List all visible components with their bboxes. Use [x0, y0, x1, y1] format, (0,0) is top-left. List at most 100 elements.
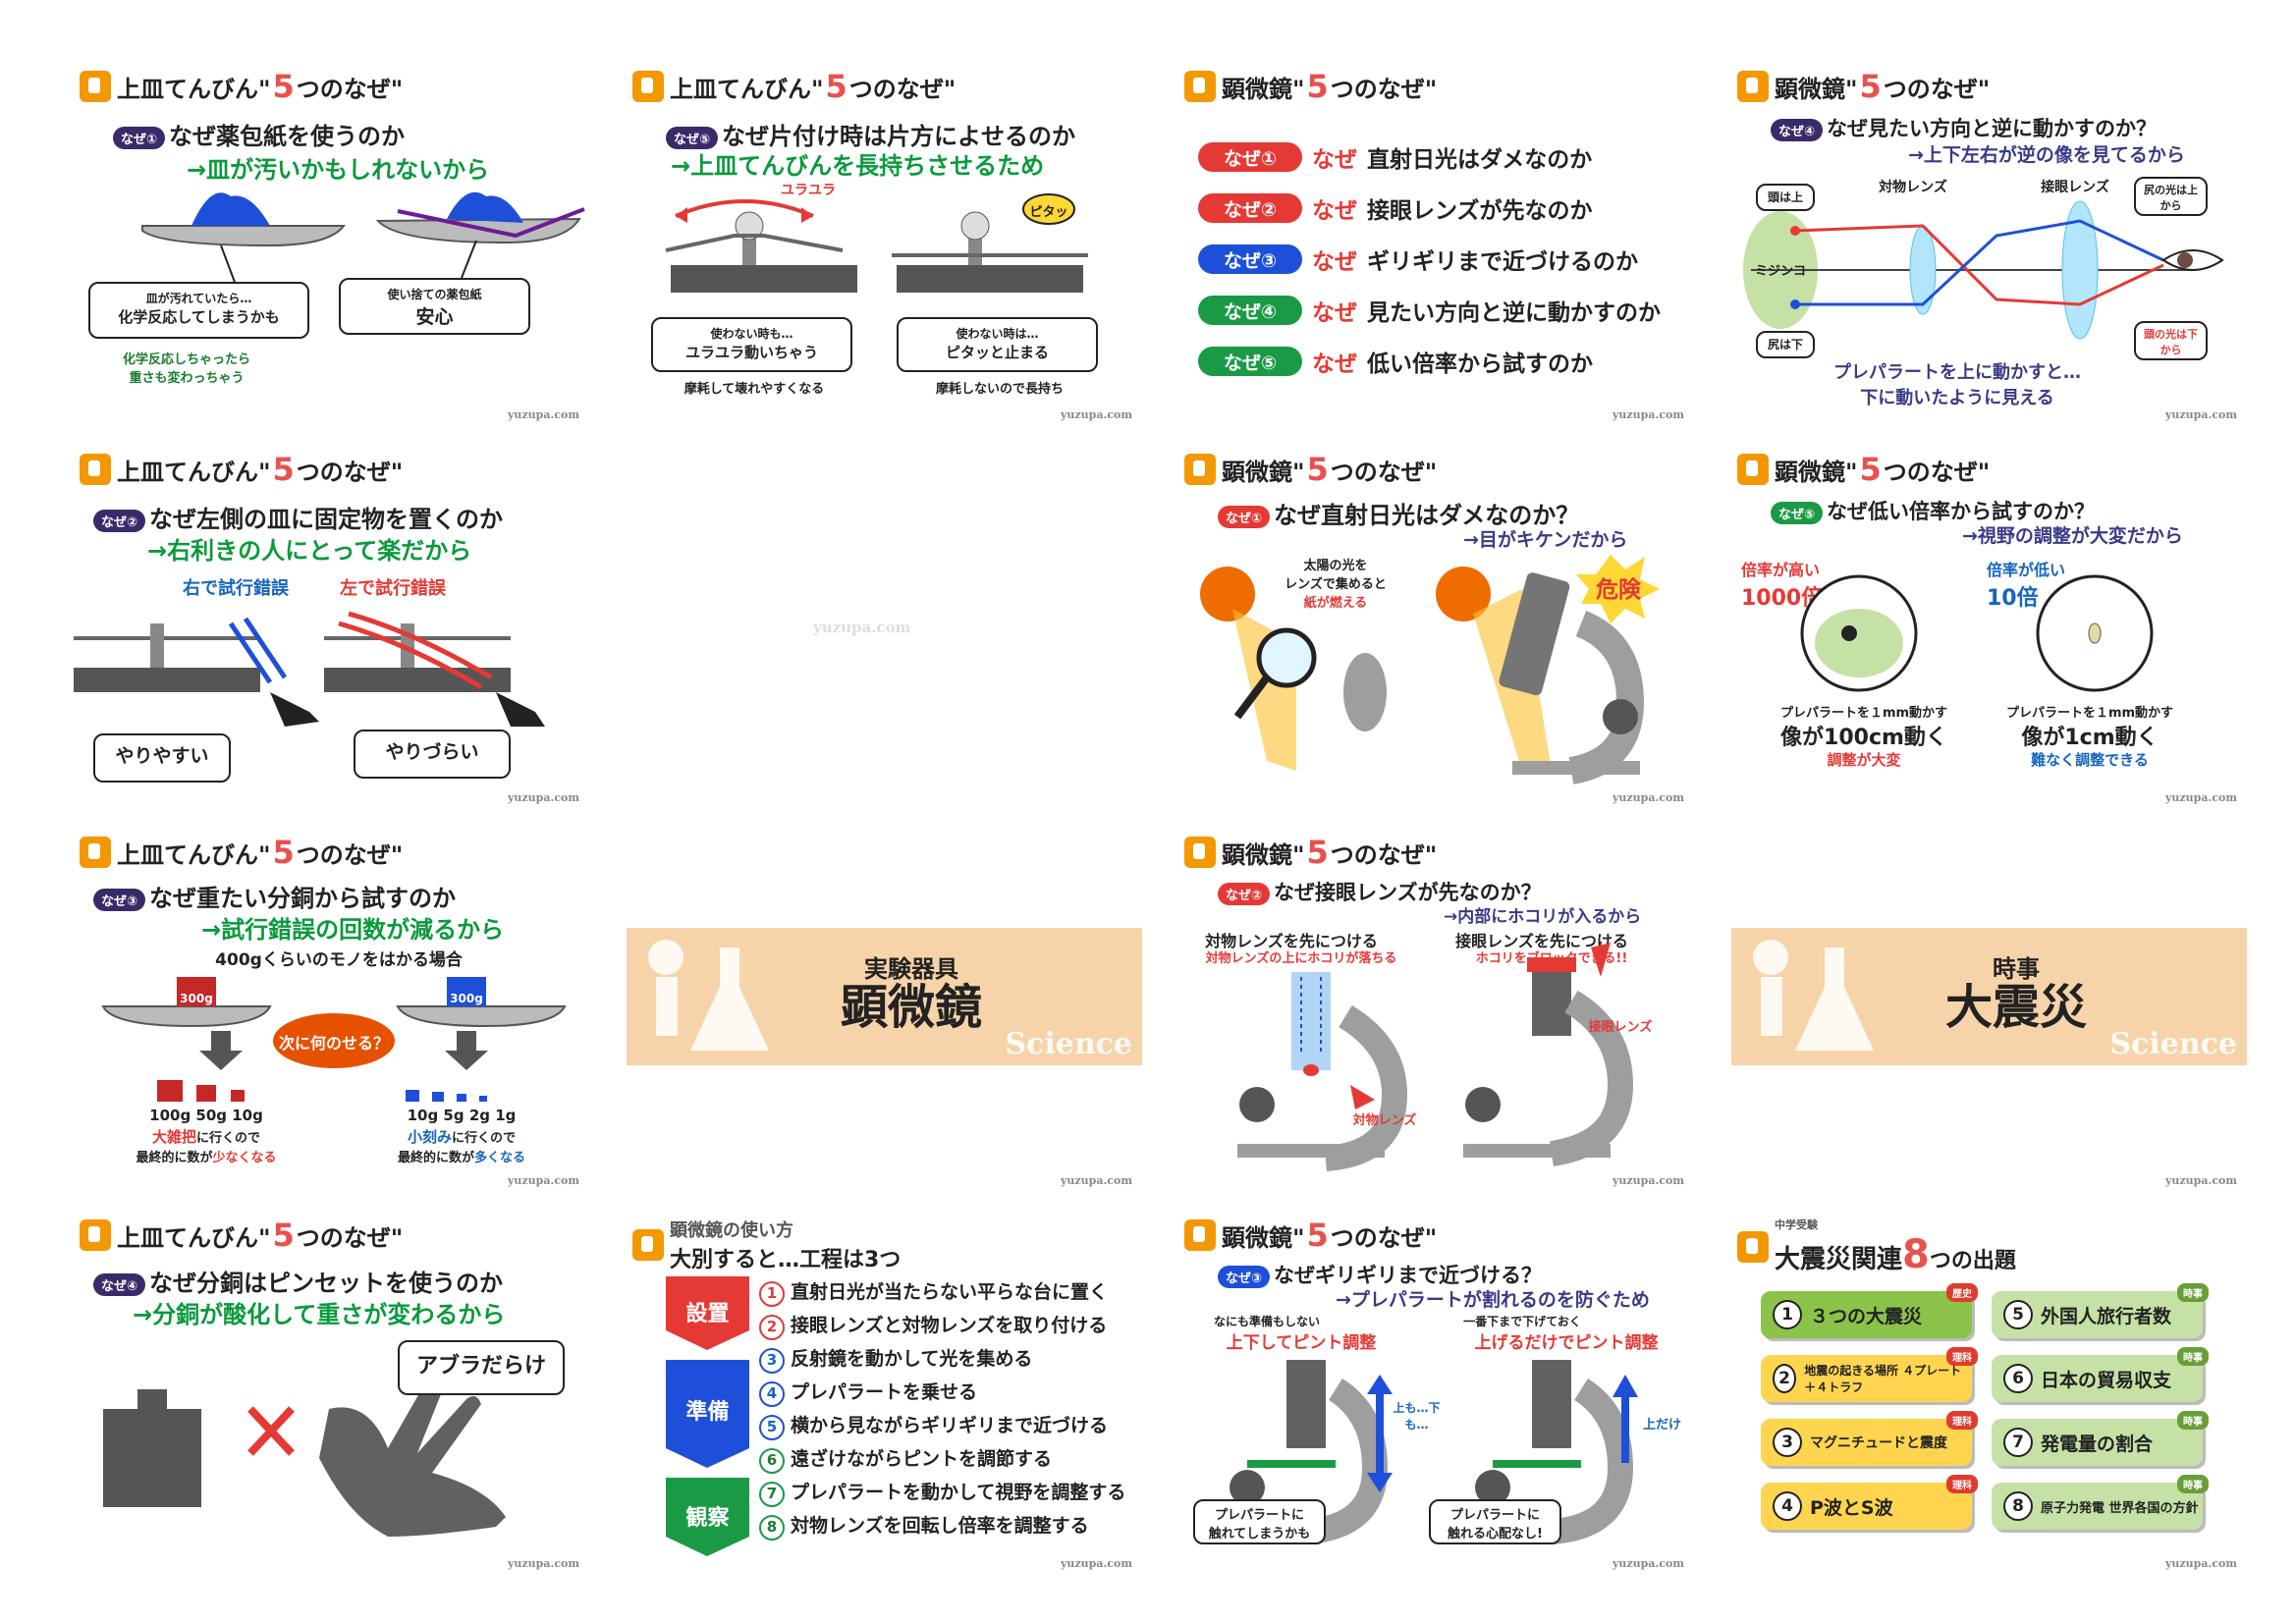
speech-bubble-risk: プレパラートに触れてしまうかも [1193, 1499, 1326, 1544]
banner-background: Science [1731, 928, 2247, 1065]
balance-pans-illustration [141, 191, 585, 286]
tile-header: 上皿てんびん"5つのなぜ" [80, 451, 403, 488]
right-heading: 接眼レンズを先につける [1455, 932, 1628, 950]
speech-bubble-dirty: 皿が汚れていたら…化学反応してしまうかも [88, 282, 309, 339]
watermark: yuzupa.com [2165, 1557, 2237, 1570]
answer: →プレパラートが割れるのを防ぐため [1336, 1289, 1650, 1311]
phase-arrows [666, 1276, 749, 1556]
tile-title: 上皿てんびん"5つのなぜ" [117, 68, 404, 105]
sub-2: 難なく調整できる [2031, 751, 2149, 769]
brand-logo-icon [1737, 1231, 1769, 1263]
tile-title: 顕微鏡"5つのなぜ" [1222, 451, 1438, 488]
watermark: yuzupa.com [1613, 1174, 1684, 1187]
brand-logo-icon [1184, 71, 1216, 102]
answer: →内部にホコリが入るから [1444, 907, 1642, 927]
watermark: yuzupa.com [1061, 1557, 1132, 1570]
speech-bubble-pitatto: 使わない時は…ピタッと止まる [897, 317, 1098, 372]
note-durable: 摩耗しないので長持ち [935, 382, 1064, 397]
scenario-note: 400gくらいのモノをはかる場合 [215, 950, 463, 970]
label-up-down: 上も…下も… [1393, 1401, 1441, 1432]
tile-header: 上皿てんびん"5つのなぜ" [80, 1217, 403, 1254]
weight-hand-illustration [103, 1376, 506, 1537]
science-label: Science [2109, 1027, 2237, 1061]
optics-diagram [1743, 200, 2224, 340]
weights-illustration [101, 977, 567, 1102]
speech-bubble-easy: やりやすい [93, 733, 231, 783]
brand-logo-icon [1737, 454, 1769, 485]
balance-hands-illustration [74, 611, 545, 727]
tile-header: 上皿てんびん"5つのなぜ" [80, 68, 403, 105]
label-yurayura: ユラユラ [781, 183, 836, 198]
right-top: 一番下まで下げておく [1463, 1315, 1581, 1328]
speech-bubble-safe: プレパラートに触れる心配なし! [1429, 1499, 1561, 1544]
magnification-illustration [1800, 574, 2154, 692]
phase-observe: 観察 [685, 1506, 730, 1531]
microscope-flask-icon [648, 940, 769, 1051]
watermark: yuzupa.com [1613, 791, 1684, 804]
balance-illustration [665, 193, 1088, 293]
label-eyepiece-lens: 接眼レンズ [2041, 180, 2109, 195]
tile-title: 中学受験 大震災関連8つの出題 [1775, 1218, 2016, 1277]
tile-title: 上皿てんびん"5つのなぜ" [670, 68, 957, 105]
answer: →右利きの人にとって楽だから [147, 537, 472, 565]
weight-label-left: 300g [180, 992, 213, 1005]
answer: →目がキケンだから [1463, 529, 1628, 551]
answer: →分銅が酸化して重さが変わるから [133, 1301, 506, 1328]
label-pitatto: ピタッ [1029, 205, 1068, 220]
bubble-tail-light: 尻の光は上から [2134, 177, 2208, 216]
tile-title: 顕微鏡"5つのなぜ" [1775, 68, 1991, 105]
tile-title: 顕微鏡"5つのなぜ" [1222, 68, 1438, 105]
note-burn: 太陽の光をレンズで集めると紙が燃える [1285, 559, 1387, 611]
tile-header: 顕微鏡"5つのなぜ" [1737, 68, 1990, 105]
label-eyepiece: 接眼レンズ [1588, 1020, 1653, 1035]
tile-header: 中学受験 大震災関連8つの出題 [1737, 1217, 2016, 1277]
phase-prepare: 準備 [685, 1400, 730, 1425]
right-note: 小刻みに行くので最終的に数が多くなる [397, 1128, 526, 1165]
tile-title: 顕微鏡"5つのなぜ" [1775, 451, 1991, 488]
tile-banner-earthquake: Science 時事 大震災 yuzupa.com [1731, 830, 2247, 1193]
watermark: yuzupa.com [508, 791, 579, 804]
speech-bubble-hard: やりづらい [354, 730, 511, 779]
label-up-only: 上だけ [1642, 1418, 1681, 1433]
brand-logo-icon [80, 837, 111, 868]
watermark: yuzupa.com [1613, 1557, 1684, 1570]
brand-logo-icon [1184, 454, 1216, 485]
phase-setup: 設置 [685, 1302, 730, 1326]
watermark: yuzupa.com [508, 1174, 579, 1187]
speech-bubble-safe: 使い捨ての薬包紙安心 [339, 278, 530, 335]
sunlight-illustration [1200, 555, 1660, 784]
weight-label-right: 300g [450, 992, 483, 1005]
tile-title: 顕微鏡"5つのなぜ" [1222, 834, 1438, 871]
label-mijinko: ミジンコ [1754, 264, 1806, 279]
left-sub: 対物レンズの上にホコリが落ちる [1205, 951, 1397, 966]
watermark: yuzupa.com [2165, 791, 2237, 804]
watermark: yuzupa.com [1061, 408, 1132, 421]
bubble-head-up: 頭は上 [1756, 184, 1815, 211]
